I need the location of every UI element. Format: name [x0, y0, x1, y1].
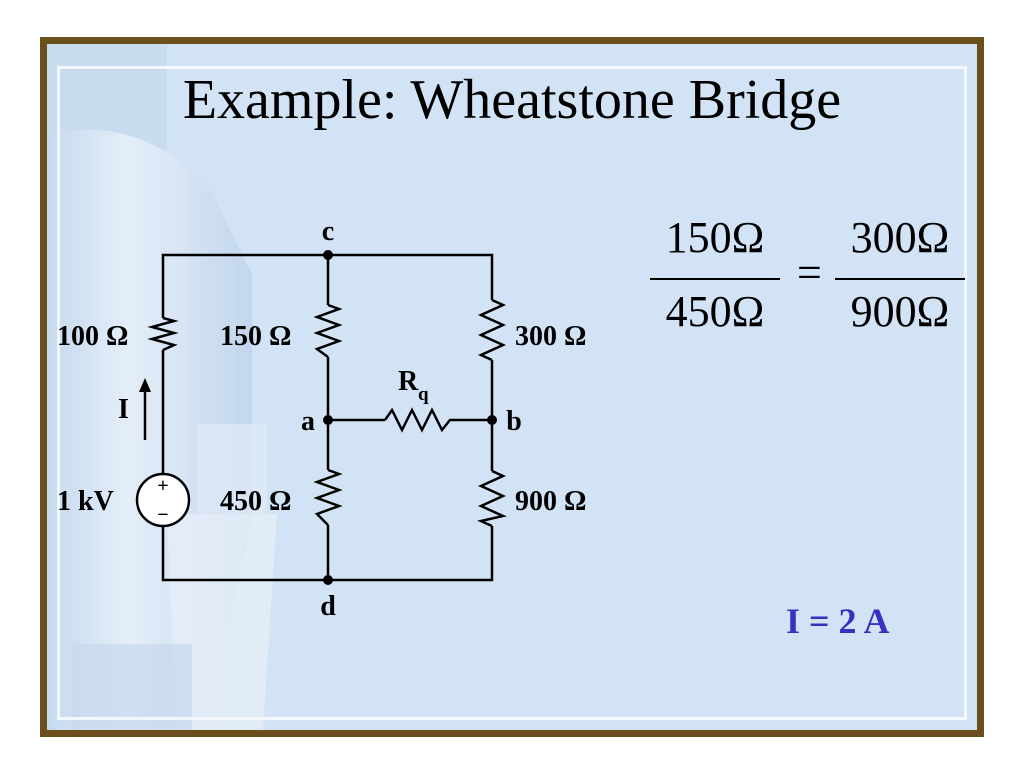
- resistor-300: [477, 298, 507, 362]
- resistor-rq-subscript: q: [418, 384, 429, 405]
- resistor-rq-label: R: [398, 366, 419, 397]
- left-numerator: 150Ω: [665, 213, 765, 262]
- resistor-100: [147, 316, 179, 352]
- source-minus-sign: −: [157, 504, 168, 526]
- node-b-dot: [487, 415, 497, 425]
- source-voltage-label: 1 kV: [57, 486, 114, 517]
- slide-title: Example: Wheatstone Bridge: [182, 69, 842, 131]
- current-label: I: [118, 394, 129, 425]
- left-fraction-bar: [650, 278, 780, 280]
- resistor-450-label: 450 Ω: [220, 486, 291, 517]
- equals-sign: =: [797, 248, 822, 297]
- balance-equation: 150Ω 450Ω = 300Ω 900Ω: [650, 212, 970, 352]
- right-numerator: 300Ω: [850, 213, 950, 262]
- resistor-rq: [383, 407, 455, 433]
- resistor-900: [477, 469, 507, 528]
- node-d-label: d: [320, 591, 336, 622]
- resistor-300-label: 300 Ω: [515, 321, 586, 352]
- current-result: I = 2 A: [786, 601, 890, 641]
- node-b-label: b: [506, 406, 522, 437]
- current-arrow-head: [139, 378, 151, 392]
- resistor-900-label: 900 Ω: [515, 486, 586, 517]
- resistor-150: [313, 303, 343, 359]
- node-a-label: a: [301, 406, 315, 437]
- left-denominator: 450Ω: [665, 287, 765, 336]
- right-fraction-bar: [835, 278, 965, 280]
- node-c-dot: [323, 250, 333, 260]
- node-a-dot: [323, 415, 333, 425]
- source-plus-sign: +: [157, 475, 168, 497]
- voltage-source: [135, 472, 191, 528]
- right-denominator: 900Ω: [850, 287, 950, 336]
- resistor-150-label: 150 Ω: [220, 321, 291, 352]
- resistor-100-label: 100 Ω: [57, 321, 128, 352]
- node-d-dot: [323, 575, 333, 585]
- node-c-label: c: [322, 216, 334, 247]
- resistor-450: [313, 468, 343, 526]
- slide-frame: [40, 37, 984, 737]
